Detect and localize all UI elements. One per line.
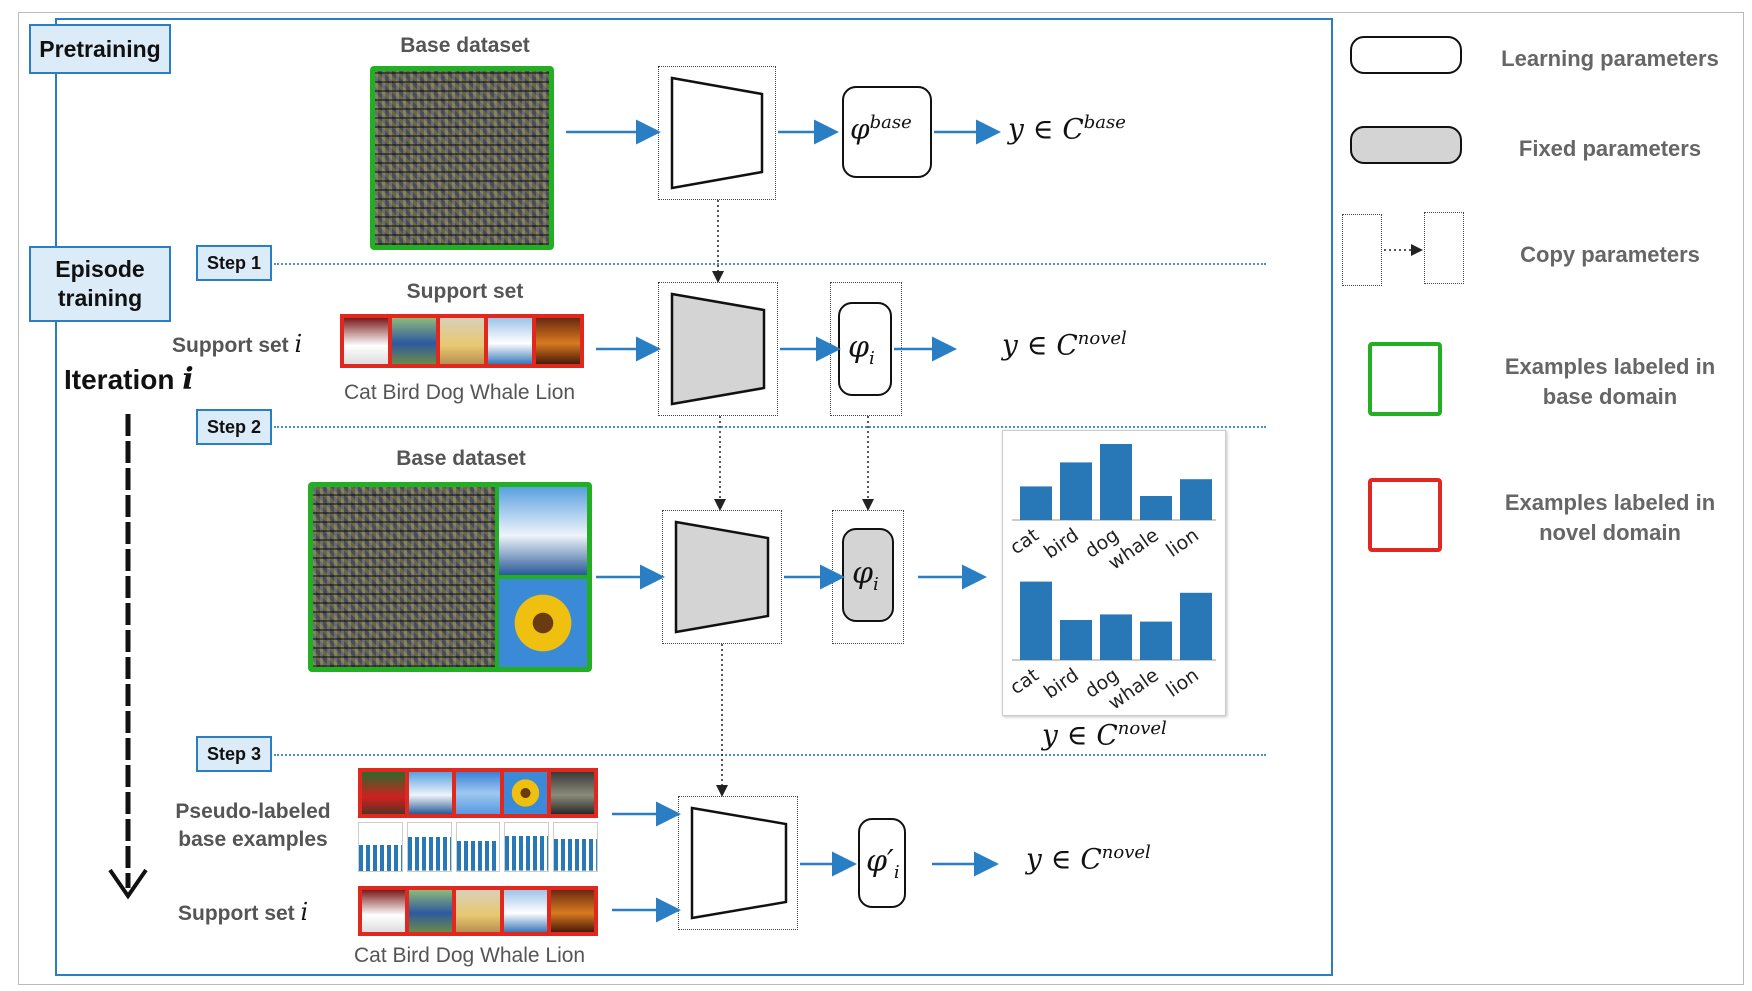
cat-thumb-2: [362, 890, 406, 932]
bus-thumb: [362, 772, 406, 814]
pretraining-tag: Pretraining: [29, 24, 171, 74]
phi-i-prime-label: φ′i: [866, 844, 900, 883]
y-novel-output-1: y ∈ Cnovel: [1002, 328, 1127, 362]
bar-dog: [1100, 614, 1132, 660]
step2-divider: [274, 426, 1266, 428]
phi-base-box: [842, 86, 932, 178]
phi-i-label-2: φi: [852, 556, 879, 595]
y-base-output: y ∈ Cbase: [1008, 112, 1126, 146]
bird-thumb: [392, 318, 436, 364]
bar-bird: [1060, 462, 1092, 520]
theta-prime-encoder: [690, 806, 788, 920]
support-set-bottom-label: Support set i: [178, 898, 309, 926]
sunflower-thumb: [499, 579, 587, 667]
bar-cat: [1020, 581, 1052, 660]
lion-thumb: [536, 318, 580, 364]
step3-tag: Step 3: [196, 736, 272, 772]
step3-divider: [274, 754, 1266, 756]
legend-fixed-label: Fixed parameters: [1518, 136, 1702, 161]
bar-dog: [1100, 444, 1132, 520]
legend-learning-swatch: [1350, 36, 1462, 74]
legend-novel-swatch: [1368, 478, 1442, 552]
base-dataset-mosaic-top: [370, 66, 554, 250]
base-dataset-title-mid: Base dataset: [396, 447, 526, 470]
support-set-title: Support set: [406, 280, 524, 303]
class-names-1: Cat Bird Dog Whale Lion: [344, 381, 576, 404]
legend-fixed-swatch: [1350, 126, 1462, 164]
iteration-arrowhead-icon: [108, 868, 148, 900]
dog-thumb-2: [456, 890, 500, 932]
base-dataset-title-top: Base dataset: [400, 34, 530, 57]
y-novel-output-3: y ∈ Cnovel: [1026, 842, 1151, 876]
pseudo-label-histograms: [358, 822, 598, 872]
clock-thumb: [550, 772, 595, 814]
whale-thumb-2: [503, 890, 547, 932]
bar-bird: [1060, 620, 1092, 660]
phi-i-prime-box: [858, 818, 906, 908]
legend-base-label: Examples labeled in base domain: [1504, 354, 1716, 409]
legend-copy-label: Copy parameters: [1520, 242, 1700, 267]
dog-thumb: [440, 318, 484, 364]
phi-i-label-1: φi: [848, 330, 875, 369]
y-novel-output-2: y ∈ Cnovel: [1042, 718, 1167, 752]
step1-tag: Step 1: [196, 245, 272, 281]
theta-base-encoder-2: [670, 292, 766, 406]
bird-thumb-2: [409, 890, 453, 932]
bar-whale: [1140, 496, 1172, 520]
pseudo-labeled-label: Pseudo-labeled base examples: [175, 800, 331, 852]
whale-thumb: [488, 318, 532, 364]
bar-lion: [1180, 592, 1212, 660]
pseudo-hist-5: [553, 822, 598, 872]
bar-whale: [1140, 621, 1172, 660]
support-set-strip-2: [358, 886, 598, 936]
class-names-2: Cat Bird Dog Whale Lion: [354, 944, 586, 967]
step1-divider: [274, 263, 1266, 265]
theta-base-encoder-3: [674, 520, 770, 634]
lion-thumb-2: [550, 890, 595, 932]
pseudo-hist-1: [358, 822, 403, 872]
legend-base-swatch: [1368, 342, 1442, 416]
pseudo-labeled-strip: [358, 768, 598, 818]
pseudo-hist-2: [406, 822, 452, 872]
base-dataset-block-mid: [308, 482, 592, 672]
pseudo-hist-3: [455, 822, 501, 872]
plane-thumb: [456, 772, 500, 814]
base-dataset-mosaic-mid: [313, 487, 495, 667]
legend-copy-source: [1342, 214, 1382, 286]
theta-base-encoder-1: [670, 76, 764, 190]
step2-tag: Step 2: [196, 409, 272, 445]
main-panel: [55, 18, 1333, 976]
cat-thumb: [344, 318, 388, 364]
support-set-strip-1: [340, 314, 584, 368]
pseudo-hist-4: [504, 822, 550, 872]
prediction-charts-panel: [1002, 430, 1226, 716]
legend-copy-target: [1424, 212, 1464, 284]
theta-prime-frame: [678, 796, 798, 930]
phi-base-label: φbase: [850, 112, 912, 146]
ship-thumb: [499, 487, 587, 575]
outer-frame: [18, 12, 1744, 985]
sunflower-thumb-2: [503, 772, 547, 814]
episode-training-tag: Episode training: [29, 246, 171, 322]
legend-learning-label: Learning parameters: [1501, 46, 1719, 71]
ship-thumb-2: [409, 772, 453, 814]
bar-lion: [1180, 479, 1212, 520]
iteration-label: Iteration i: [64, 362, 194, 397]
legend-novel-label: Examples labeled in novel domain: [1504, 490, 1716, 545]
support-set-i-label: Support set i: [172, 330, 303, 358]
bar-cat: [1020, 486, 1052, 520]
